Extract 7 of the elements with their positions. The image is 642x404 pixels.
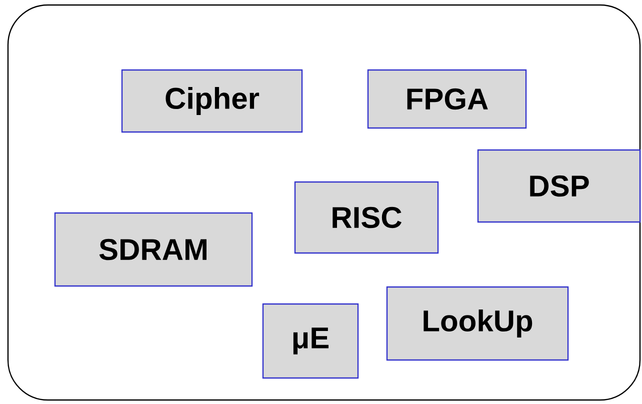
label-box: FPGA: [367, 69, 527, 129]
label-box: μE: [262, 303, 359, 379]
label-box: SDRAM: [54, 212, 253, 287]
frame: [7, 4, 641, 401]
label-box: LookUp: [386, 286, 569, 361]
label-box: Cipher: [121, 69, 303, 133]
label-box: RISC: [294, 181, 439, 254]
